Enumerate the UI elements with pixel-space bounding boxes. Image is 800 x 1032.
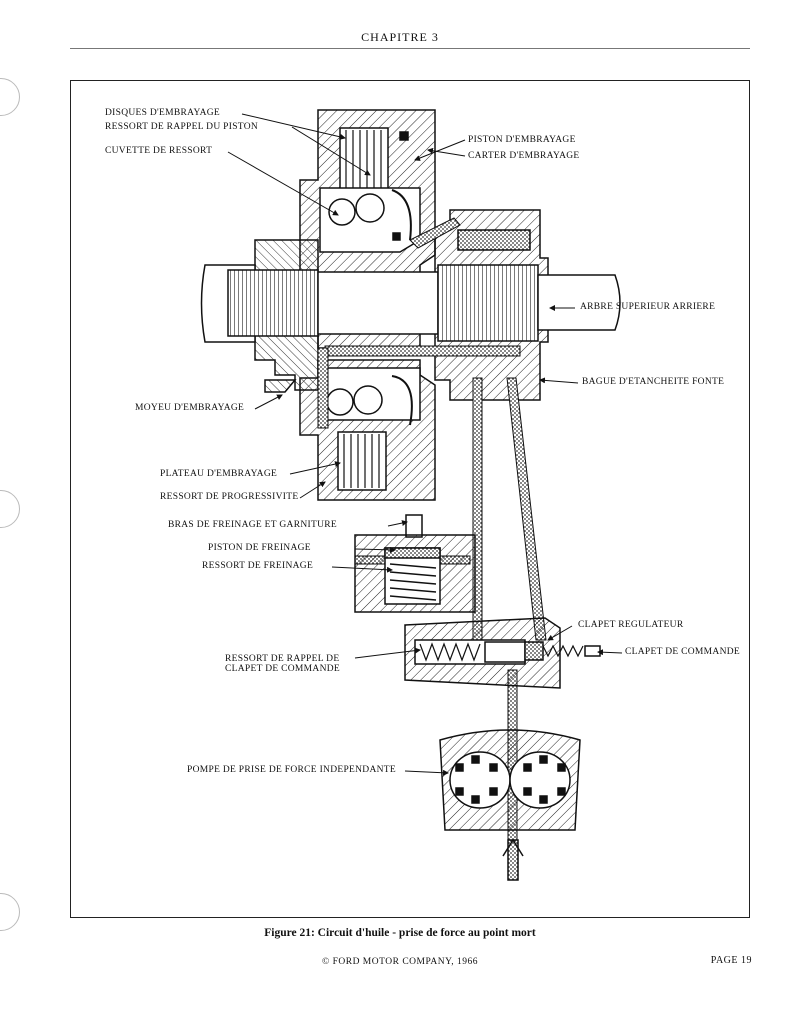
label-carter: CARTER D'EMBRAYAGE bbox=[468, 151, 580, 161]
label-bras: BRAS DE FREINAGE ET GARNITURE bbox=[168, 520, 337, 530]
label-cuvette: CUVETTE DE RESSORT bbox=[105, 146, 213, 156]
label-bague: BAGUE D'ETANCHEITE FONTE bbox=[582, 377, 725, 387]
label-piston-embrayage: PISTON D'EMBRAYAGE bbox=[468, 135, 576, 145]
label-arbre: ARBRE SUPERIEUR ARRIERE bbox=[580, 302, 716, 312]
label-plateau: PLATEAU D'EMBRAYAGE bbox=[160, 469, 278, 479]
label-clapet-regulateur: CLAPET REGULATEUR bbox=[578, 620, 684, 630]
label-piston-freinage: PISTON DE FREINAGE bbox=[208, 543, 311, 553]
label-ressort-clapet-line1: RESSORT DE RAPPEL DE bbox=[225, 654, 340, 664]
gear-pump bbox=[439, 729, 581, 881]
page-number: PAGE 19 bbox=[710, 955, 752, 966]
main-shaft bbox=[200, 264, 621, 343]
label-moyeu: MOYEU D'EMBRAYAGE bbox=[135, 403, 245, 413]
binder-hole-top bbox=[0, 78, 20, 116]
label-pompe: POMPE DE PRISE DE FORCE INDEPENDANTE bbox=[187, 765, 396, 775]
label-ressort-rappel-piston: RESSORT DE RAPPEL DU PISTON bbox=[105, 122, 259, 132]
clutch-housing-lower bbox=[299, 359, 436, 501]
leader-lines bbox=[227, 113, 623, 776]
label-clapet-commande: CLAPET DE COMMANDE bbox=[625, 647, 741, 657]
header-rule bbox=[70, 48, 750, 49]
control-valve-block bbox=[404, 617, 601, 689]
copyright-footer: © FORD MOTOR COMPANY, 1966 bbox=[322, 957, 478, 967]
label-ressort-freinage: RESSORT DE FREINAGE bbox=[202, 561, 314, 571]
binder-hole-middle bbox=[0, 490, 20, 528]
figure-frame bbox=[70, 80, 750, 918]
clutch-oil-circuit-diagram: DISQUES D'EMBRAYAGE RESSORT DE RAPPEL DU… bbox=[70, 80, 750, 918]
binder-hole-bottom bbox=[0, 893, 20, 931]
brake-assembly bbox=[354, 514, 476, 613]
label-ressort-clapet-line2: CLAPET DE COMMANDE bbox=[225, 664, 341, 674]
figure-caption: Figure 21: Circuit d'huile - prise de fo… bbox=[264, 927, 536, 939]
label-disques: DISQUES D'EMBRAYAGE bbox=[105, 108, 221, 118]
chapter-header: CHAPITRE 3 bbox=[361, 30, 439, 44]
label-ressort-progressivite: RESSORT DE PROGRESSIVITE bbox=[160, 492, 299, 502]
